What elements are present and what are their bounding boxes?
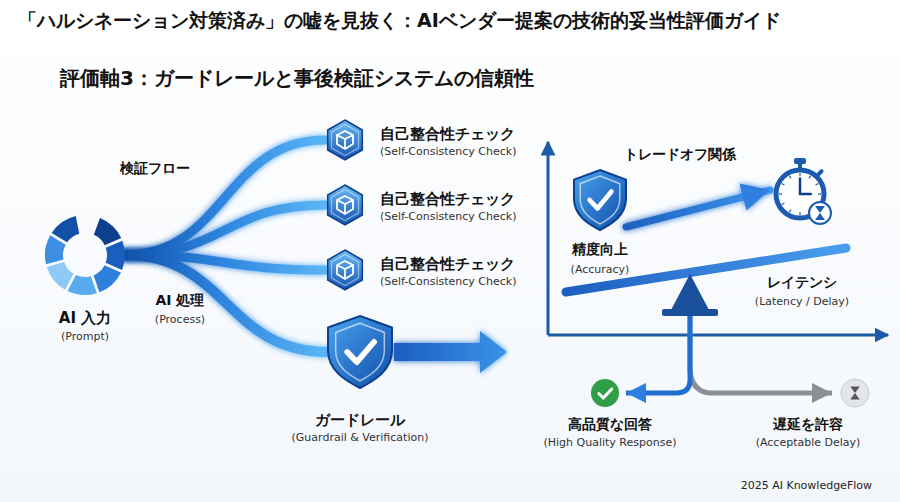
hourglass-icon [850,387,860,400]
watch-tick [809,176,811,179]
node-outline [45,215,125,295]
input-node: AI 入力(Prompt) [45,215,125,295]
node-heading: 自己整合性チェック [380,125,515,143]
hexagon-inner [331,189,358,220]
node-heading: 自己整合性チェック [380,190,515,208]
watch-tick [799,212,800,215]
node-subheading: (Self-Consistency Check) [380,275,516,288]
node-outline [325,120,365,160]
node-outline [328,316,392,388]
connector [125,255,328,352]
hourglass-circle [841,379,869,407]
connector [125,140,325,255]
node-heading: 高品質な回答 [568,416,652,433]
hexagon-inner [331,254,358,285]
connector [125,205,325,255]
hourglass-badge [809,202,831,224]
shield-inner [336,323,385,381]
node-outline [770,157,830,223]
output-arrow [394,331,507,373]
shield [574,170,626,230]
node-heading: 遅延を許容 [773,416,843,433]
y-axis [547,142,550,335]
hexagon [328,250,363,290]
node-subheading: (Self-Consistency Check) [380,145,516,158]
check-node: 自己整合性チェック(Self-Consistency Check) [325,120,365,160]
node-subheading: (Latency / Delay) [755,295,849,308]
connector [626,190,770,227]
ring-segment [94,218,121,245]
watch-tick [818,193,821,194]
shield [328,316,392,388]
watch-tick [799,173,800,176]
node-subheading: (Acceptable Delay) [756,436,861,449]
delay-arrow [690,316,832,393]
hexagon [328,120,363,160]
node-subheading: (Accuracy) [571,263,630,276]
node-outline [325,185,365,225]
node-heading: レイテンシ [767,274,837,291]
fulcrum-base [662,309,718,316]
node-outline [574,170,626,230]
x-axis [548,334,888,337]
watch-tick [790,210,792,213]
ring-segment [68,275,97,295]
node-outline [841,379,869,407]
check-mark [347,342,374,362]
node-subheading: (Guardrail & Verification) [292,431,429,444]
result-node: 遅延を許容(Acceptable Delay) [841,379,869,407]
check-mark [590,192,612,209]
accuracy-node: 精度向上(Accuracy) [574,170,626,230]
node-heading: 自己整合性チェック [380,255,515,273]
watch-hand [800,193,811,196]
node-subheading: (Self-Consistency Check) [380,210,516,223]
check-node: 自己整合性チェック(Self-Consistency Check) [325,185,365,225]
watch-hand [799,178,802,194]
node-heading: AI 入力 [59,309,111,327]
quality-arrow [626,316,690,393]
watch-tick [782,203,785,205]
check-mark [599,389,612,398]
guardrail-node: ガードレール(Guardrail & Verification) [328,316,392,388]
seesaw-fulcrum [671,274,709,310]
node-subheading: (Prompt) [61,330,109,343]
node-heading: ガードレール [315,411,405,429]
watch-tick [782,184,785,186]
subtitle: 評価軸3：ガードレールと事後検証システムの信頼性 [60,66,534,90]
page-title: 「ハルシネーション対策済み」の嘘を見抜く：AIベンダー提案の技術的妥当性評価ガイ… [18,9,781,32]
watch-tick [779,193,782,194]
node-heading: 精度向上 [572,241,628,258]
flow-sublabel: (Process) [155,313,205,326]
flow-label: 検証フロー [120,160,190,177]
hexagon [328,185,363,225]
watermark: 2025 AI KnowledgeFlow [741,479,872,492]
result-node: 高品質な回答(High Quality Response) [591,379,619,407]
ring-segment [47,262,74,290]
check-circle [591,379,619,407]
ring-segment [45,235,66,264]
cube-icon [337,261,353,279]
cube-icon [337,196,353,214]
cube-icon [337,131,353,149]
ring-segment [106,241,125,270]
watch-tick [816,184,819,186]
edge-label: トレードオフ関係 [624,145,736,162]
ring-segment [52,216,80,242]
shield-inner [580,176,620,224]
ring-segment [94,265,121,292]
latency-node: レイテンシ(Latency / Delay) [770,157,830,223]
node-outline [591,379,619,407]
watch-tick [790,176,792,179]
flow-label: AI 処理 [156,292,205,309]
check-node: 自己整合性チェック(Self-Consistency Check) [325,250,365,290]
hexagon-inner [331,124,358,155]
node-subheading: (High Quality Response) [544,436,677,449]
node-outline [325,250,365,290]
hourglass-icon [815,206,825,220]
